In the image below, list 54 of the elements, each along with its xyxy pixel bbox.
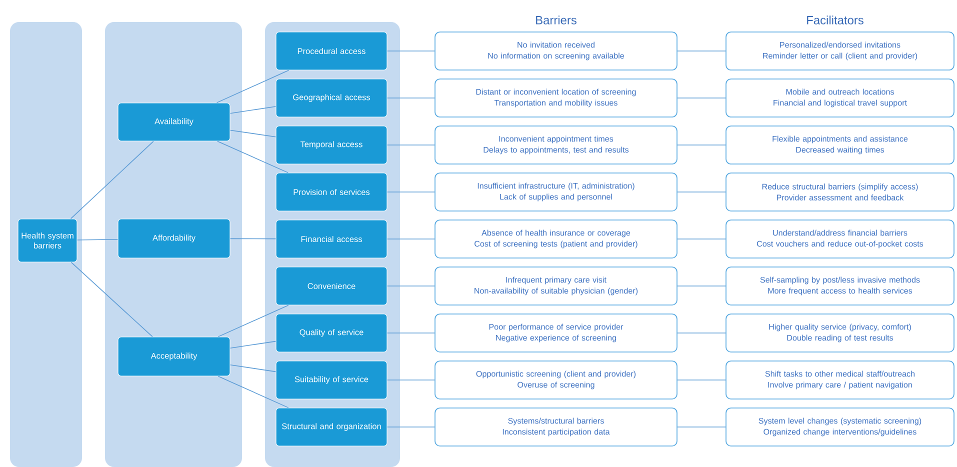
connector-line (230, 130, 276, 138)
text-box: Personalized/endorsed invitations Reminder letter or call (client and provider) (726, 32, 954, 70)
category-box: Temporal access (276, 126, 388, 164)
category-box: Financial access (276, 220, 388, 258)
connector-line (218, 376, 289, 408)
column-band (10, 22, 82, 467)
text-box: Flexible appointments and assistance Decreased waiting times (726, 126, 954, 164)
text-box: Systems/structural barriers Inconsistent participation data (434, 408, 678, 446)
category-box: Health system barriers (18, 218, 78, 262)
connector-line (386, 50, 435, 52)
connector-line (230, 364, 276, 372)
category-box: Geographical access (276, 78, 388, 118)
text-box: Self-sampling by post/less invasive methods More frequent access to health services (726, 266, 954, 306)
text-box: Insufficient infrastructure (IT, administration) Lack of supplies and personnel (434, 172, 678, 212)
connector-line (386, 144, 435, 146)
text-box: System level changes (systematic screening) Organized change interventions/guidelines (726, 408, 954, 446)
connector-line (677, 332, 726, 334)
text-box: No invitation received No information on screening available (434, 32, 678, 70)
category-box: Availability (118, 102, 230, 142)
text-box: Higher quality service (privacy, comfort) Double reading of test results (726, 314, 954, 352)
connector-line (386, 426, 435, 428)
category-box: Affordability (118, 218, 230, 258)
connector-line (230, 340, 276, 348)
connector-line (677, 426, 726, 428)
text-box: Inconvenient appointment times Delays to appointments, test and results (434, 126, 678, 164)
connector-line (217, 140, 289, 174)
text-box: Reduce structural barriers (simplify access) Provider assessment and feedback (726, 172, 954, 212)
connector-line (677, 238, 726, 240)
category-box: Provision of services (276, 172, 388, 212)
text-box: Absence of health insurance or coverage Cost of screening tests (patient and provider) (434, 220, 678, 258)
connector-line (386, 332, 435, 334)
connector-line (218, 304, 289, 338)
text-box: Opportunistic screening (client and provider) Overuse of screening (434, 360, 678, 400)
text-box: Distant or inconvenient location of screening Transportation and mobility issues (434, 78, 678, 118)
category-box: Convenience (276, 266, 388, 306)
connector-line (70, 262, 153, 338)
connector-line (386, 238, 435, 240)
connector-line (70, 140, 154, 220)
category-box: Quality of service (276, 314, 388, 352)
category-box: Structural and organization (276, 408, 388, 446)
connector-line (216, 70, 290, 104)
connector-line (230, 106, 276, 114)
text-box: Poor performance of service provider Negative experience of screening (434, 314, 678, 352)
category-box: Acceptability (118, 336, 230, 376)
connector-line (677, 50, 726, 52)
text-box: Mobile and outreach locations Financial and logistical travel support (726, 78, 954, 118)
text-box: Infrequent primary care visit Non-availability of suitable physician (gender) (434, 266, 678, 306)
category-box: Suitability of service (276, 360, 388, 400)
connector-line (76, 238, 118, 240)
connector-line (230, 238, 276, 240)
connector-line (677, 144, 726, 146)
text-box: Understand/address financial barriers Cost vouchers and reduce out-of-pocket costs (726, 220, 954, 258)
category-box: Procedural access (276, 32, 388, 70)
text-box: Shift tasks to other medical staff/outreach Involve primary care / patient navigation (726, 360, 954, 400)
